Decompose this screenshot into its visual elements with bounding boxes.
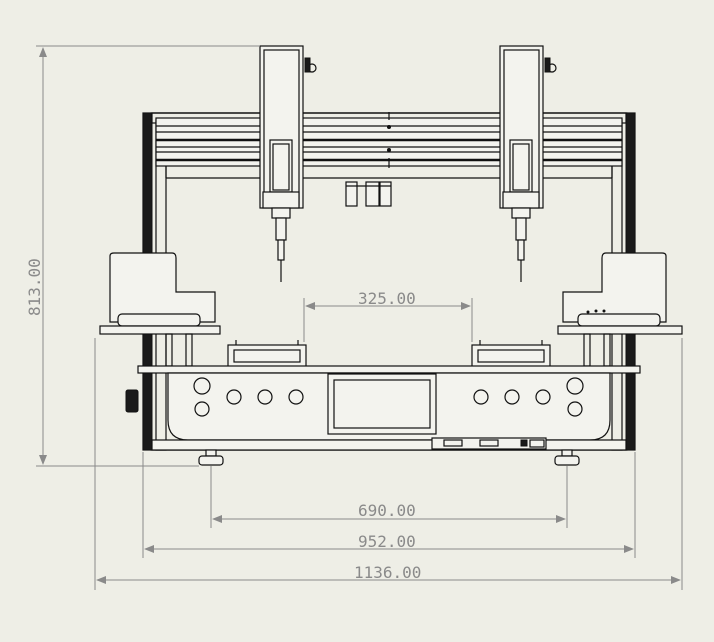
dim-frame-width-label: 952.00 (358, 532, 416, 551)
dimension-labels: 813.00 325.00 690.00 952.00 1136.00 (25, 258, 421, 582)
dimension-lines (36, 45, 683, 590)
machine-body (99, 45, 683, 466)
dim-nozzle-spacing-label: 325.00 (358, 289, 416, 308)
dim-height-label: 813.00 (25, 258, 44, 316)
dim-foot-spacing-label: 690.00 (358, 501, 416, 520)
dim-overall-width-label: 1136.00 (354, 563, 421, 582)
